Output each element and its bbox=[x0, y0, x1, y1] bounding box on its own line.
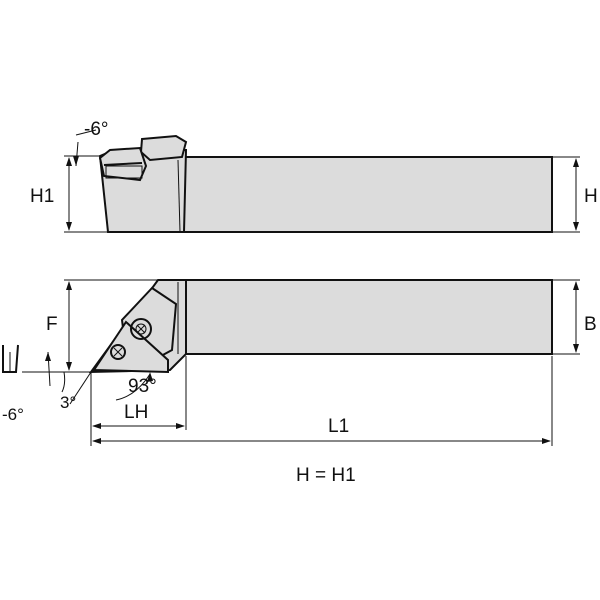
label-3deg: 3° bbox=[60, 393, 76, 412]
lh-arrow-right bbox=[176, 423, 185, 429]
clamp-screw-cross-b bbox=[136, 324, 146, 334]
angle-93-arc bbox=[115, 373, 151, 401]
h-arrow-bottom bbox=[573, 222, 579, 231]
neg6-bottom-arrow bbox=[45, 352, 51, 361]
l1-arrow-right bbox=[542, 438, 551, 444]
f-arrow-bottom bbox=[66, 362, 72, 371]
side-view-insert-pocket bbox=[105, 165, 143, 179]
f-dimension bbox=[22, 279, 186, 373]
angle-93-arrow bbox=[147, 372, 153, 382]
lh-dimension bbox=[90, 356, 187, 446]
lh-arrow-left bbox=[92, 423, 101, 429]
top-view-shank bbox=[183, 279, 553, 355]
label-neg6-bottom: -6° bbox=[2, 405, 24, 424]
h1-arrow-bottom bbox=[66, 222, 72, 231]
b-dimension bbox=[552, 279, 580, 355]
label-f: F bbox=[46, 314, 58, 335]
label-93deg: 93° bbox=[128, 376, 157, 397]
f-arrow-top bbox=[66, 281, 72, 290]
clamp-screw-inner bbox=[135, 323, 147, 335]
insert-pin-cross-b bbox=[113, 347, 123, 357]
h1-dimension bbox=[64, 155, 108, 233]
top-view bbox=[88, 279, 553, 374]
b-arrow-top bbox=[573, 281, 579, 290]
rake-angle-arrow-top bbox=[73, 156, 79, 166]
label-lh: LH bbox=[124, 402, 148, 423]
angle-ref-line bbox=[69, 371, 92, 405]
label-l1: L1 bbox=[328, 416, 349, 437]
label-b: B bbox=[584, 314, 597, 335]
h-dimension bbox=[552, 156, 580, 233]
label-neg6-top: -6° bbox=[84, 119, 109, 140]
angle-indicators bbox=[61, 371, 153, 405]
b-arrow-bottom bbox=[573, 344, 579, 353]
h-arrow-top bbox=[573, 158, 579, 167]
clamp-screw bbox=[130, 318, 152, 340]
rake-angle-line-top bbox=[75, 129, 97, 136]
side-view bbox=[73, 129, 553, 233]
h1-arrow-top bbox=[66, 157, 72, 166]
side-view-insert-top-edge bbox=[103, 162, 143, 166]
label-h: H bbox=[584, 186, 598, 207]
l1-dimension bbox=[92, 356, 553, 446]
label-h-eq-h1: H = H1 bbox=[296, 465, 356, 486]
top-view-insert bbox=[92, 320, 169, 374]
insert-pin bbox=[110, 344, 126, 360]
label-h1: H1 bbox=[30, 186, 54, 207]
side-view-shank bbox=[183, 156, 553, 233]
insert-section-detail bbox=[2, 344, 51, 387]
l1-arrow-left bbox=[92, 438, 101, 444]
angle-3-arc bbox=[61, 371, 66, 393]
side-view-head-seam bbox=[177, 159, 181, 233]
side-view-clamp bbox=[139, 134, 188, 162]
